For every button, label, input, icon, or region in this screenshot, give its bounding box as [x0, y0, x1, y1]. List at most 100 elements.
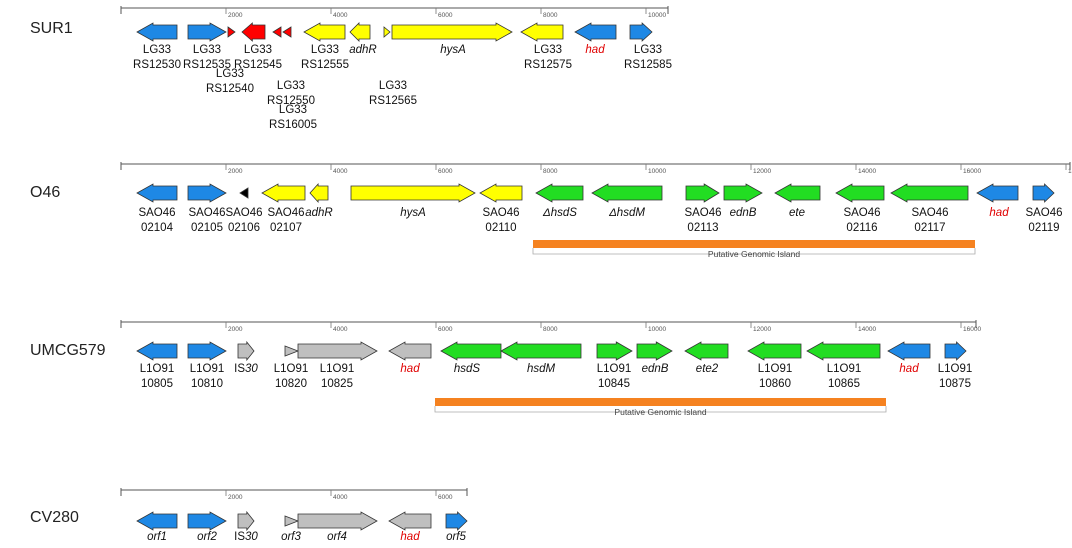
gene-gray-right [297, 511, 378, 531]
island-bracket [532, 248, 976, 255]
gene-arrow: L1O91 10865 [806, 341, 881, 390]
gene-blue-right [445, 511, 468, 531]
gene-blue-left [136, 511, 178, 531]
gene-yellow-left [349, 22, 371, 42]
gene-label: 10865 [828, 378, 860, 390]
gene-arrow: had [388, 511, 432, 543]
gene-label: LG33 [634, 44, 662, 56]
strain-name: O46 [30, 184, 60, 201]
gene-yellow-right [391, 22, 513, 42]
gene-arrow: ete [774, 183, 821, 219]
gene-green-right [685, 183, 720, 203]
gene-label: had [899, 363, 919, 375]
gene-label: 10810 [191, 378, 223, 390]
scale-tick-label: 4000 [333, 12, 348, 19]
gene-arrow: IS30 [234, 510, 258, 543]
gene-green-left [684, 341, 729, 361]
gene-blue-left [976, 183, 1019, 203]
scale-tick-label: 4000 [333, 494, 348, 501]
gene-label: LG33 [193, 44, 221, 56]
gene-label: hysA [440, 44, 466, 56]
gene-arrow: hsdM [500, 341, 582, 375]
gene-label: orf1 [147, 531, 167, 543]
gene-label: 02117 [914, 222, 945, 234]
gene-blue-left [136, 183, 178, 203]
gene-green-right [636, 341, 673, 361]
gene-label: SAO46 [267, 207, 304, 219]
gene-blue-right [1032, 183, 1055, 203]
scale-tick-label: 10000 [648, 12, 666, 19]
gene-label: LG33 [277, 80, 305, 92]
gene-label: 02110 [485, 222, 516, 234]
gene-label: SAO46 [482, 207, 519, 219]
gene-yellow-right [383, 26, 391, 38]
gene-label: RS16005 [269, 119, 317, 131]
gene-blue-right [187, 22, 227, 42]
scale-tick-label: 2000 [228, 494, 243, 501]
gene-label: ΔhsdM [608, 207, 645, 219]
scale-tick-label: 6000 [438, 326, 453, 333]
gene-label: SAO46 [843, 207, 880, 219]
gene-arrow: orf4 [297, 511, 378, 543]
gene-label: L1O91 [827, 363, 862, 375]
gene-label: LG33 [216, 68, 244, 80]
gene-blue-left [887, 341, 931, 361]
gene-label: orf5 [446, 531, 466, 543]
scale-tick-label: 18000 [1068, 168, 1072, 175]
gene-blue-right [187, 183, 227, 203]
gene-label: RS12530 [133, 59, 181, 71]
gene-yellow-right [350, 183, 476, 203]
gene-label: RS12585 [624, 59, 672, 71]
gene-label: adhR [305, 207, 333, 219]
gene-label: L1O91 [140, 363, 175, 375]
gene-yellow-left [520, 22, 564, 42]
gene-label: hysA [400, 207, 426, 219]
gene-label: 02105 [191, 222, 223, 234]
gene-label: L1O91 [597, 363, 632, 375]
gene-label: 10805 [141, 378, 173, 390]
scale-tick-label: 10000 [648, 326, 666, 333]
gene-arrow: had [887, 341, 931, 375]
gene-green-left [774, 183, 821, 203]
gene-label: L1O91 [758, 363, 793, 375]
gene-label: had [400, 363, 420, 375]
gene-label: RS12555 [301, 59, 349, 71]
island-bar [533, 240, 975, 248]
gene-label: L1O91 [274, 363, 309, 375]
gene-label: 10860 [759, 378, 791, 390]
gene-label: orf4 [327, 531, 347, 543]
gene-arrow: L1O91 10810 [187, 341, 227, 390]
gene-arrow: ΔhsdM [591, 183, 663, 219]
gene-yellow-left [261, 183, 306, 203]
gene-label: RS12540 [206, 83, 254, 95]
island-label: Putative Genomic Island [708, 249, 800, 259]
gene-label: had [400, 531, 420, 543]
gene-label: L1O91 [320, 363, 355, 375]
gene-arrow: orf1 [136, 511, 178, 543]
scale-tick-label: 8000 [543, 12, 558, 19]
gene-label: L1O91 [190, 363, 225, 375]
scale-tick-label: 14000 [858, 326, 876, 333]
scale-tick-label: 2000 [228, 168, 243, 175]
gene-arrow: IS30 [234, 340, 258, 375]
gene-label: IS30 [234, 531, 258, 543]
